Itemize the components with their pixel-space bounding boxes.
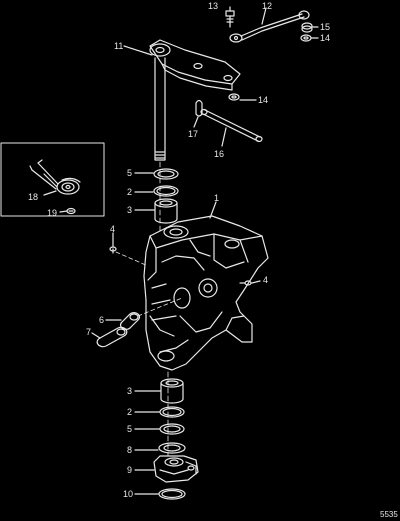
- grease-fitting-4-right: [239, 280, 252, 286]
- callout-2-upper: 2: [127, 187, 133, 197]
- leader-19: [59, 210, 68, 213]
- callout-5-upper: 5: [127, 168, 133, 178]
- grease-fitting-18: [29, 159, 81, 195]
- callout-7: 7: [86, 327, 92, 337]
- callout-19: 19: [47, 208, 58, 218]
- callout-18: 18: [28, 192, 39, 202]
- link-rod-12: [229, 10, 310, 43]
- callout-3-lower: 3: [127, 386, 133, 396]
- seal-5-upper: [153, 168, 179, 180]
- callout-5-lower: 5: [127, 424, 133, 434]
- washer-8: [158, 442, 186, 454]
- callout-17: 17: [188, 129, 199, 139]
- callout-4-left: 4: [110, 224, 116, 234]
- callout-16: 16: [214, 149, 225, 159]
- bushing-6: [119, 312, 141, 330]
- figure-number: 5535: [380, 510, 398, 519]
- leader-11: [123, 45, 153, 56]
- washer-14-mid: [228, 93, 240, 101]
- leader-12: [261, 7, 267, 25]
- callout-11: 11: [114, 41, 124, 51]
- rod-16: [200, 108, 263, 143]
- leader-4b: [251, 280, 261, 284]
- bushing-3-lower: [160, 378, 184, 404]
- callout-2-lower: 2: [127, 407, 133, 417]
- collar-9: [153, 455, 199, 483]
- callout-9: 9: [127, 465, 133, 475]
- leader-16: [221, 127, 227, 147]
- screw-19: [66, 207, 76, 215]
- seal-5-lower: [159, 423, 185, 435]
- callout-14-top: 14: [320, 33, 331, 43]
- leader-1: [209, 201, 217, 219]
- washer-14-top: [300, 34, 312, 42]
- o-ring-2-lower: [159, 406, 185, 418]
- leader-18: [43, 190, 57, 196]
- bushing-7: [96, 326, 128, 348]
- o-ring-2-upper: [153, 185, 179, 197]
- ring-10: [158, 488, 186, 500]
- nut-15: [301, 22, 313, 33]
- leader-17: [193, 116, 199, 128]
- callout-10: 10: [123, 489, 134, 499]
- callout-15: 15: [320, 22, 331, 32]
- bushing-3-upper: [154, 198, 178, 224]
- callout-12: 12: [262, 1, 273, 11]
- callout-14-mid: 14: [258, 95, 269, 105]
- swivel-bracket-1: [143, 215, 269, 371]
- callout-8: 8: [127, 445, 133, 455]
- leader-7: [91, 332, 101, 339]
- callout-3-upper: 3: [127, 205, 133, 215]
- bolt-13: [225, 10, 235, 28]
- callout-13: 13: [208, 1, 219, 11]
- grease-fitting-4-left: [109, 246, 117, 254]
- steering-shaft-11: [154, 57, 166, 161]
- detail-inset-box: [0, 142, 105, 217]
- steering-arm-11: [149, 39, 241, 91]
- centerline-bushings: [137, 297, 183, 317]
- callout-6: 6: [99, 315, 105, 325]
- centerline-fitting-left: [115, 251, 149, 267]
- callout-4-right: 4: [263, 275, 269, 285]
- callout-1: 1: [214, 193, 220, 203]
- clip-17: [195, 99, 203, 117]
